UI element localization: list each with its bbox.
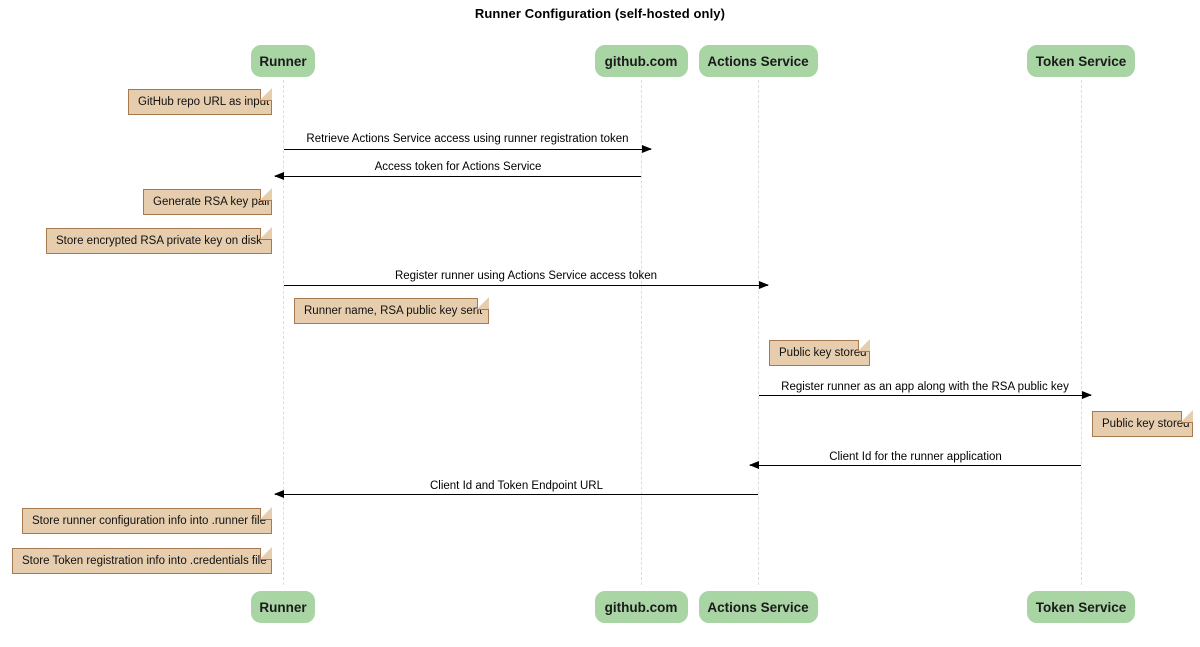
note-store-private-key[interactable]: Store encrypted RSA private key on disk bbox=[46, 227, 272, 254]
note-store-runner-config-text: Store runner configuration info into .ru… bbox=[32, 515, 266, 527]
participant-runner-bottom[interactable]: Runner bbox=[251, 591, 315, 623]
msg-client-id-token-endpoint-label: Client Id and Token Endpoint URL bbox=[429, 480, 604, 492]
note-store-token-reg-text: Store Token registration info into .cred… bbox=[22, 555, 267, 567]
arrowhead-left-icon bbox=[274, 490, 284, 498]
note-generate-rsa[interactable]: Generate RSA key pair bbox=[143, 188, 272, 215]
participant-token-bottom[interactable]: Token Service bbox=[1027, 591, 1135, 623]
msg-client-id-runner-app-line bbox=[749, 461, 1081, 469]
note-github-repo-url[interactable]: GitHub repo URL as input bbox=[128, 88, 272, 115]
msg-access-token-line bbox=[274, 172, 641, 180]
note-store-runner-config[interactable]: Store runner configuration info into .ru… bbox=[22, 507, 272, 534]
msg-access-token-label: Access token for Actions Service bbox=[374, 161, 542, 173]
note-fold-corner-icon bbox=[260, 507, 272, 520]
note-fold-corner-icon bbox=[858, 339, 870, 352]
note-store-token-reg[interactable]: Store Token registration info into .cred… bbox=[12, 547, 272, 574]
note-public-key-stored-2[interactable]: Public key stored bbox=[1092, 410, 1193, 437]
participant-runner-top[interactable]: Runner bbox=[251, 45, 315, 77]
note-github-repo-url-text: GitHub repo URL as input bbox=[138, 96, 270, 108]
lifeline-actions bbox=[758, 80, 760, 585]
note-fold-corner-icon bbox=[260, 227, 272, 240]
msg-register-app-rsa-label: Register runner as an app along with the… bbox=[781, 381, 1069, 393]
participant-token-top[interactable]: Token Service bbox=[1027, 45, 1135, 77]
msg-retrieve-actions-access-label: Retrieve Actions Service access using ru… bbox=[306, 133, 629, 145]
msg-client-id-token-endpoint-line bbox=[274, 490, 758, 498]
diagram-title: Runner Configuration (self-hosted only) bbox=[474, 6, 726, 21]
arrowhead-right-icon bbox=[759, 281, 769, 289]
msg-register-runner-line bbox=[284, 281, 769, 289]
participant-actions-bottom[interactable]: Actions Service bbox=[698, 591, 818, 623]
lifeline-github bbox=[641, 80, 643, 585]
note-fold-corner-icon bbox=[260, 188, 272, 201]
participant-github-top[interactable]: github.com bbox=[594, 45, 688, 77]
msg-retrieve-actions-access-line bbox=[284, 145, 652, 153]
note-public-key-stored-1[interactable]: Public key stored bbox=[769, 339, 870, 366]
lifeline-token bbox=[1081, 80, 1083, 585]
arrowhead-left-icon bbox=[274, 172, 284, 180]
note-runner-name-pubkey-text: Runner name, RSA public key sent bbox=[304, 305, 483, 317]
msg-register-app-rsa-line bbox=[759, 391, 1092, 399]
note-public-key-stored-2-text: Public key stored bbox=[1102, 418, 1190, 430]
note-public-key-stored-1-text: Public key stored bbox=[779, 347, 867, 359]
lifeline-runner bbox=[283, 80, 285, 585]
msg-register-runner-label: Register runner using Actions Service ac… bbox=[394, 270, 658, 282]
msg-client-id-runner-app-label: Client Id for the runner application bbox=[829, 451, 1002, 463]
note-fold-corner-icon bbox=[1181, 410, 1193, 423]
note-store-private-key-text: Store encrypted RSA private key on disk bbox=[56, 235, 262, 247]
note-runner-name-pubkey[interactable]: Runner name, RSA public key sent bbox=[294, 297, 489, 324]
arrowhead-right-icon bbox=[642, 145, 652, 153]
note-fold-corner-icon bbox=[477, 297, 489, 310]
note-generate-rsa-text: Generate RSA key pair bbox=[153, 196, 271, 208]
participant-github-bottom[interactable]: github.com bbox=[594, 591, 688, 623]
arrowhead-right-icon bbox=[1082, 391, 1092, 399]
note-fold-corner-icon bbox=[260, 547, 272, 560]
participant-actions-top[interactable]: Actions Service bbox=[698, 45, 818, 77]
arrowhead-left-icon bbox=[749, 461, 759, 469]
note-fold-corner-icon bbox=[260, 88, 272, 101]
